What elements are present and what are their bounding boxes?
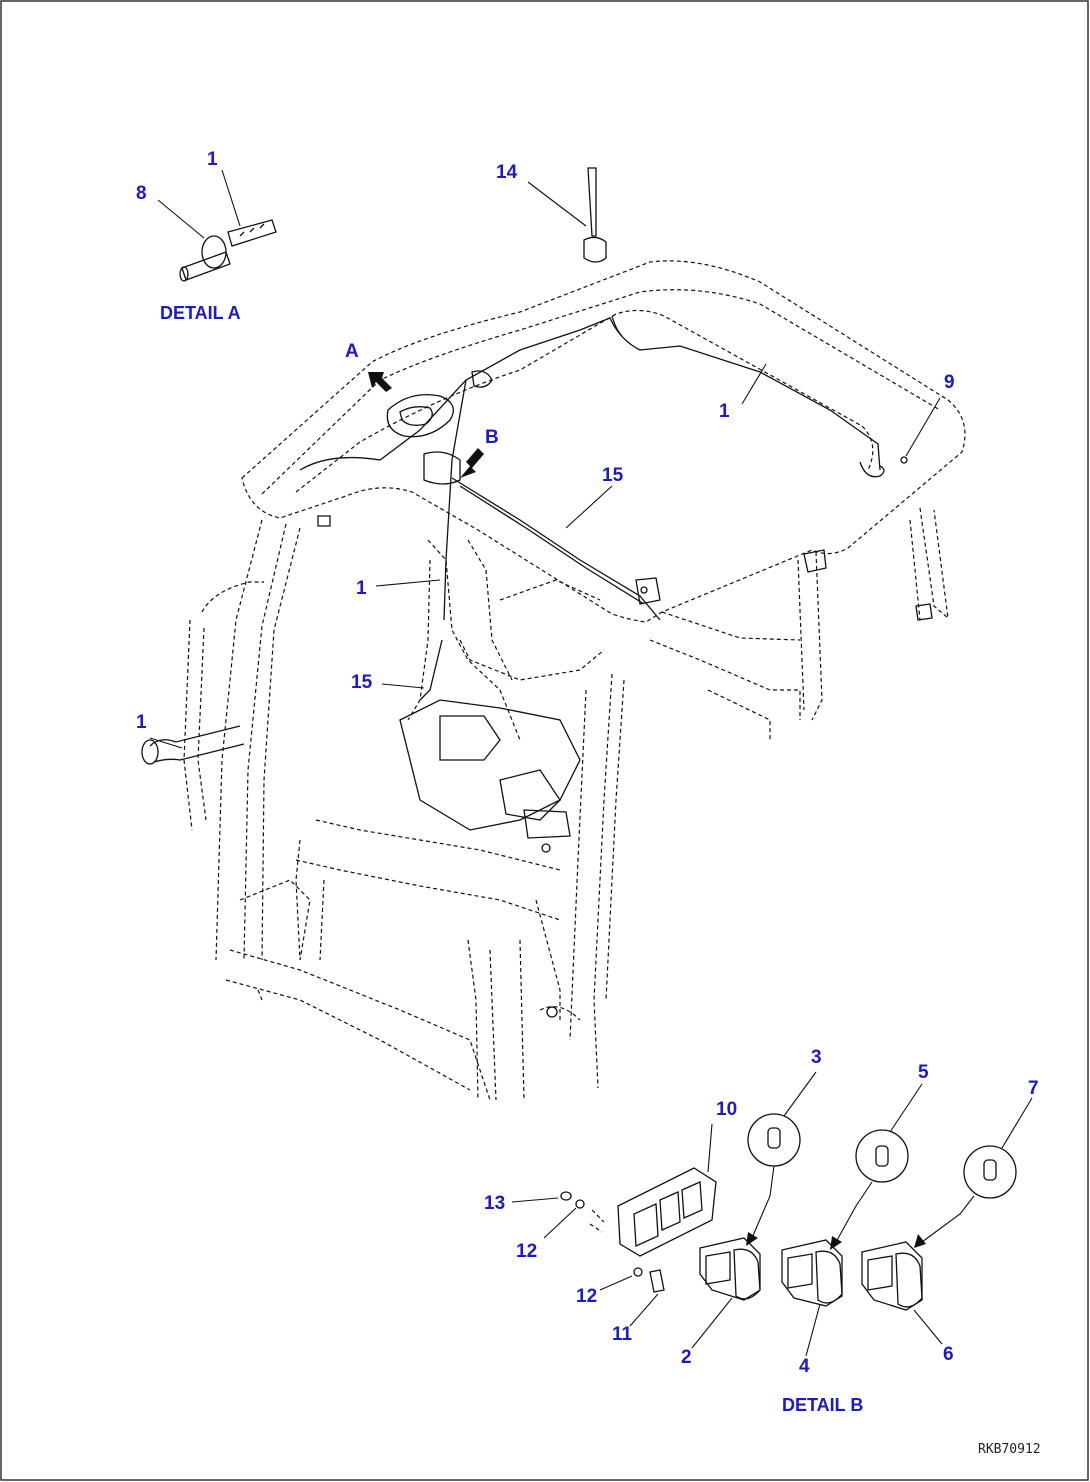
- drawing-code: RKB70912: [978, 1442, 1041, 1457]
- part-label-15-top: 15: [602, 465, 624, 486]
- part-label-6: 6: [943, 1344, 954, 1365]
- part-label-15-mid: 15: [351, 672, 373, 693]
- part-label-3: 3: [811, 1047, 822, 1068]
- leader-lines: [149, 363, 941, 749]
- part-label-10: 10: [716, 1099, 737, 1120]
- detail-a-illustration: [157, 169, 277, 282]
- detail-arrow-b-label: B: [485, 427, 499, 448]
- part-label-5: 5: [918, 1062, 929, 1083]
- detail-b-illustration: [511, 1071, 1033, 1357]
- part-label-12-lower: 12: [576, 1286, 597, 1307]
- part-label-11: 11: [612, 1324, 633, 1345]
- part-label-12-upper: 12: [516, 1241, 537, 1262]
- part-label-13: 13: [484, 1193, 505, 1214]
- part-label-7: 7: [1028, 1078, 1039, 1099]
- part-label-2: 2: [681, 1347, 692, 1368]
- part-label-1-left: 1: [136, 712, 147, 733]
- part-label-1-detail-a: 1: [207, 149, 218, 170]
- part-label-9: 9: [944, 372, 955, 393]
- detail-arrow-a-label: A: [345, 341, 359, 362]
- cab-structure: [141, 260, 966, 1101]
- part-label-4: 4: [799, 1356, 810, 1377]
- antenna-part: [527, 167, 607, 263]
- caption-detail-a: DETAIL A: [160, 303, 241, 323]
- caption-detail-b: DETAIL B: [782, 1395, 863, 1415]
- part-label-1-roof: 1: [719, 401, 730, 422]
- part-label-14: 14: [496, 162, 518, 183]
- part-label-1-pillar: 1: [356, 578, 367, 599]
- part-label-8: 8: [136, 183, 147, 204]
